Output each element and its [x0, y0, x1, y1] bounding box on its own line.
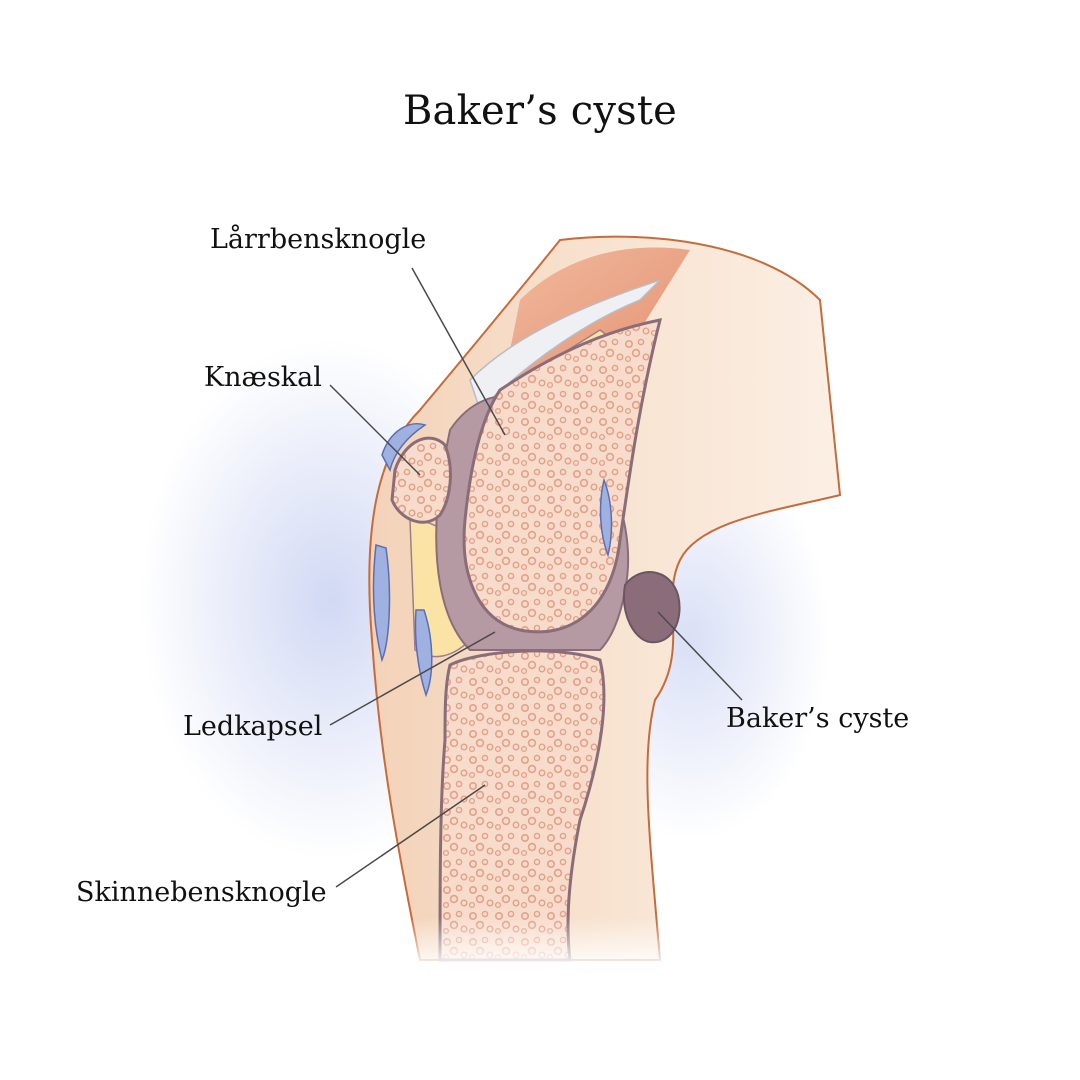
bakers-cyst-shape	[623, 571, 681, 644]
infrapatellar-bursa-2	[414, 609, 433, 698]
posterior-bursa	[599, 477, 613, 558]
label-femur: Lårrbensknogle	[210, 224, 427, 255]
diagram-title: Baker’s cyste	[402, 88, 678, 134]
infrapatellar-bursa-1	[372, 544, 391, 663]
leader-line-femur	[411, 267, 506, 436]
leader-line-tibia	[335, 784, 486, 888]
leader-line-cyst	[657, 611, 743, 701]
quadriceps-tendon	[469, 279, 661, 412]
label-joint-capsule: Ledkapsel	[183, 711, 323, 742]
patella-bone	[390, 436, 452, 524]
femur-bone	[462, 318, 663, 634]
label-patella: Knæskal	[204, 362, 322, 393]
leader-line-capsule	[329, 631, 496, 726]
bottom-fade	[0, 760, 1080, 970]
label-tibia: Skinnebensknogle	[76, 877, 327, 908]
prepatellar-bursa	[381, 423, 427, 473]
label-bakers-cyst: Baker’s cyste	[726, 703, 910, 734]
leader-line-patella	[329, 384, 421, 476]
